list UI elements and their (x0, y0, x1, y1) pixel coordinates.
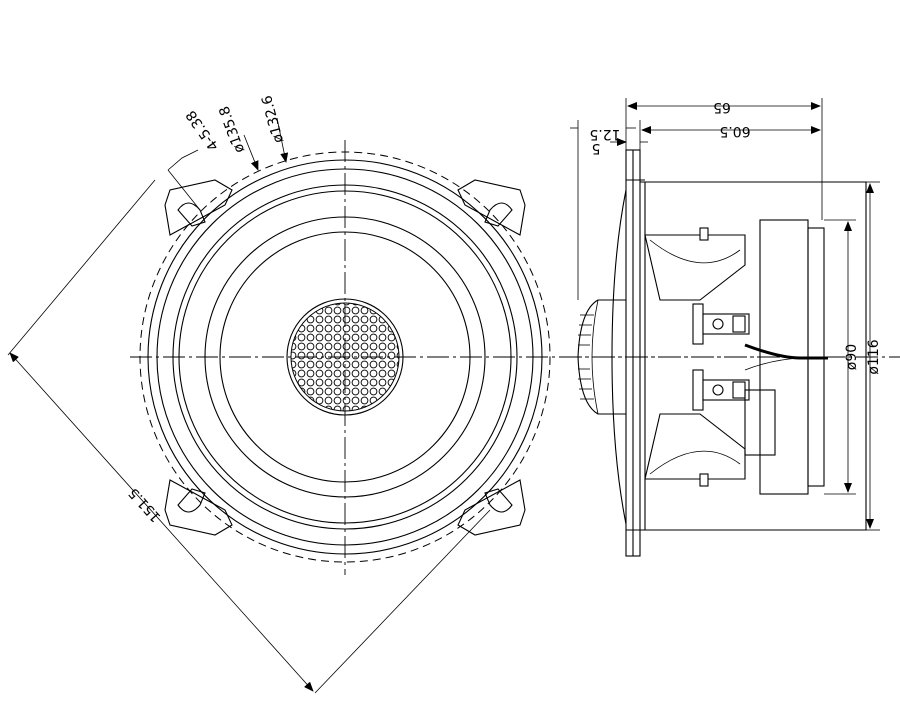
holes-leader (167, 149, 199, 171)
front-view: 151.5 4-5.38 ø135.8 ø132.6 (7, 93, 900, 694)
side-view: 65 60.5 12.5 5 ø90 ø116 (560, 98, 882, 557)
terminal-bottom (692, 369, 750, 411)
d-outer-leader (243, 134, 259, 171)
d-cutout-leader (276, 117, 289, 163)
basket-leg-bottom (644, 413, 746, 480)
basket-leg-top (644, 234, 746, 301)
depth-total-label: 65 (713, 99, 731, 115)
d-magnet-label: ø90 (844, 344, 860, 370)
flange-label: 5 (592, 140, 601, 156)
d-outer-label: ø135.8 (216, 104, 248, 155)
diagonal-dimension-line (9, 352, 314, 692)
basket-outline (640, 181, 867, 531)
flange-tweeter-label: 12.5 (589, 126, 620, 142)
wire (744, 343, 828, 360)
depth-mount-label: 60.5 (719, 123, 750, 139)
d-frame-label: ø116 (866, 339, 882, 374)
mounting-ear-tr (457, 179, 526, 236)
tweeter-side-grille (578, 314, 594, 400)
holes-label: 4-5.38 (183, 107, 222, 153)
diagonal-dimension-label: 151.5 (126, 484, 165, 525)
terminal-top (692, 303, 750, 345)
d-cutout-label: ø132.6 (259, 93, 287, 144)
